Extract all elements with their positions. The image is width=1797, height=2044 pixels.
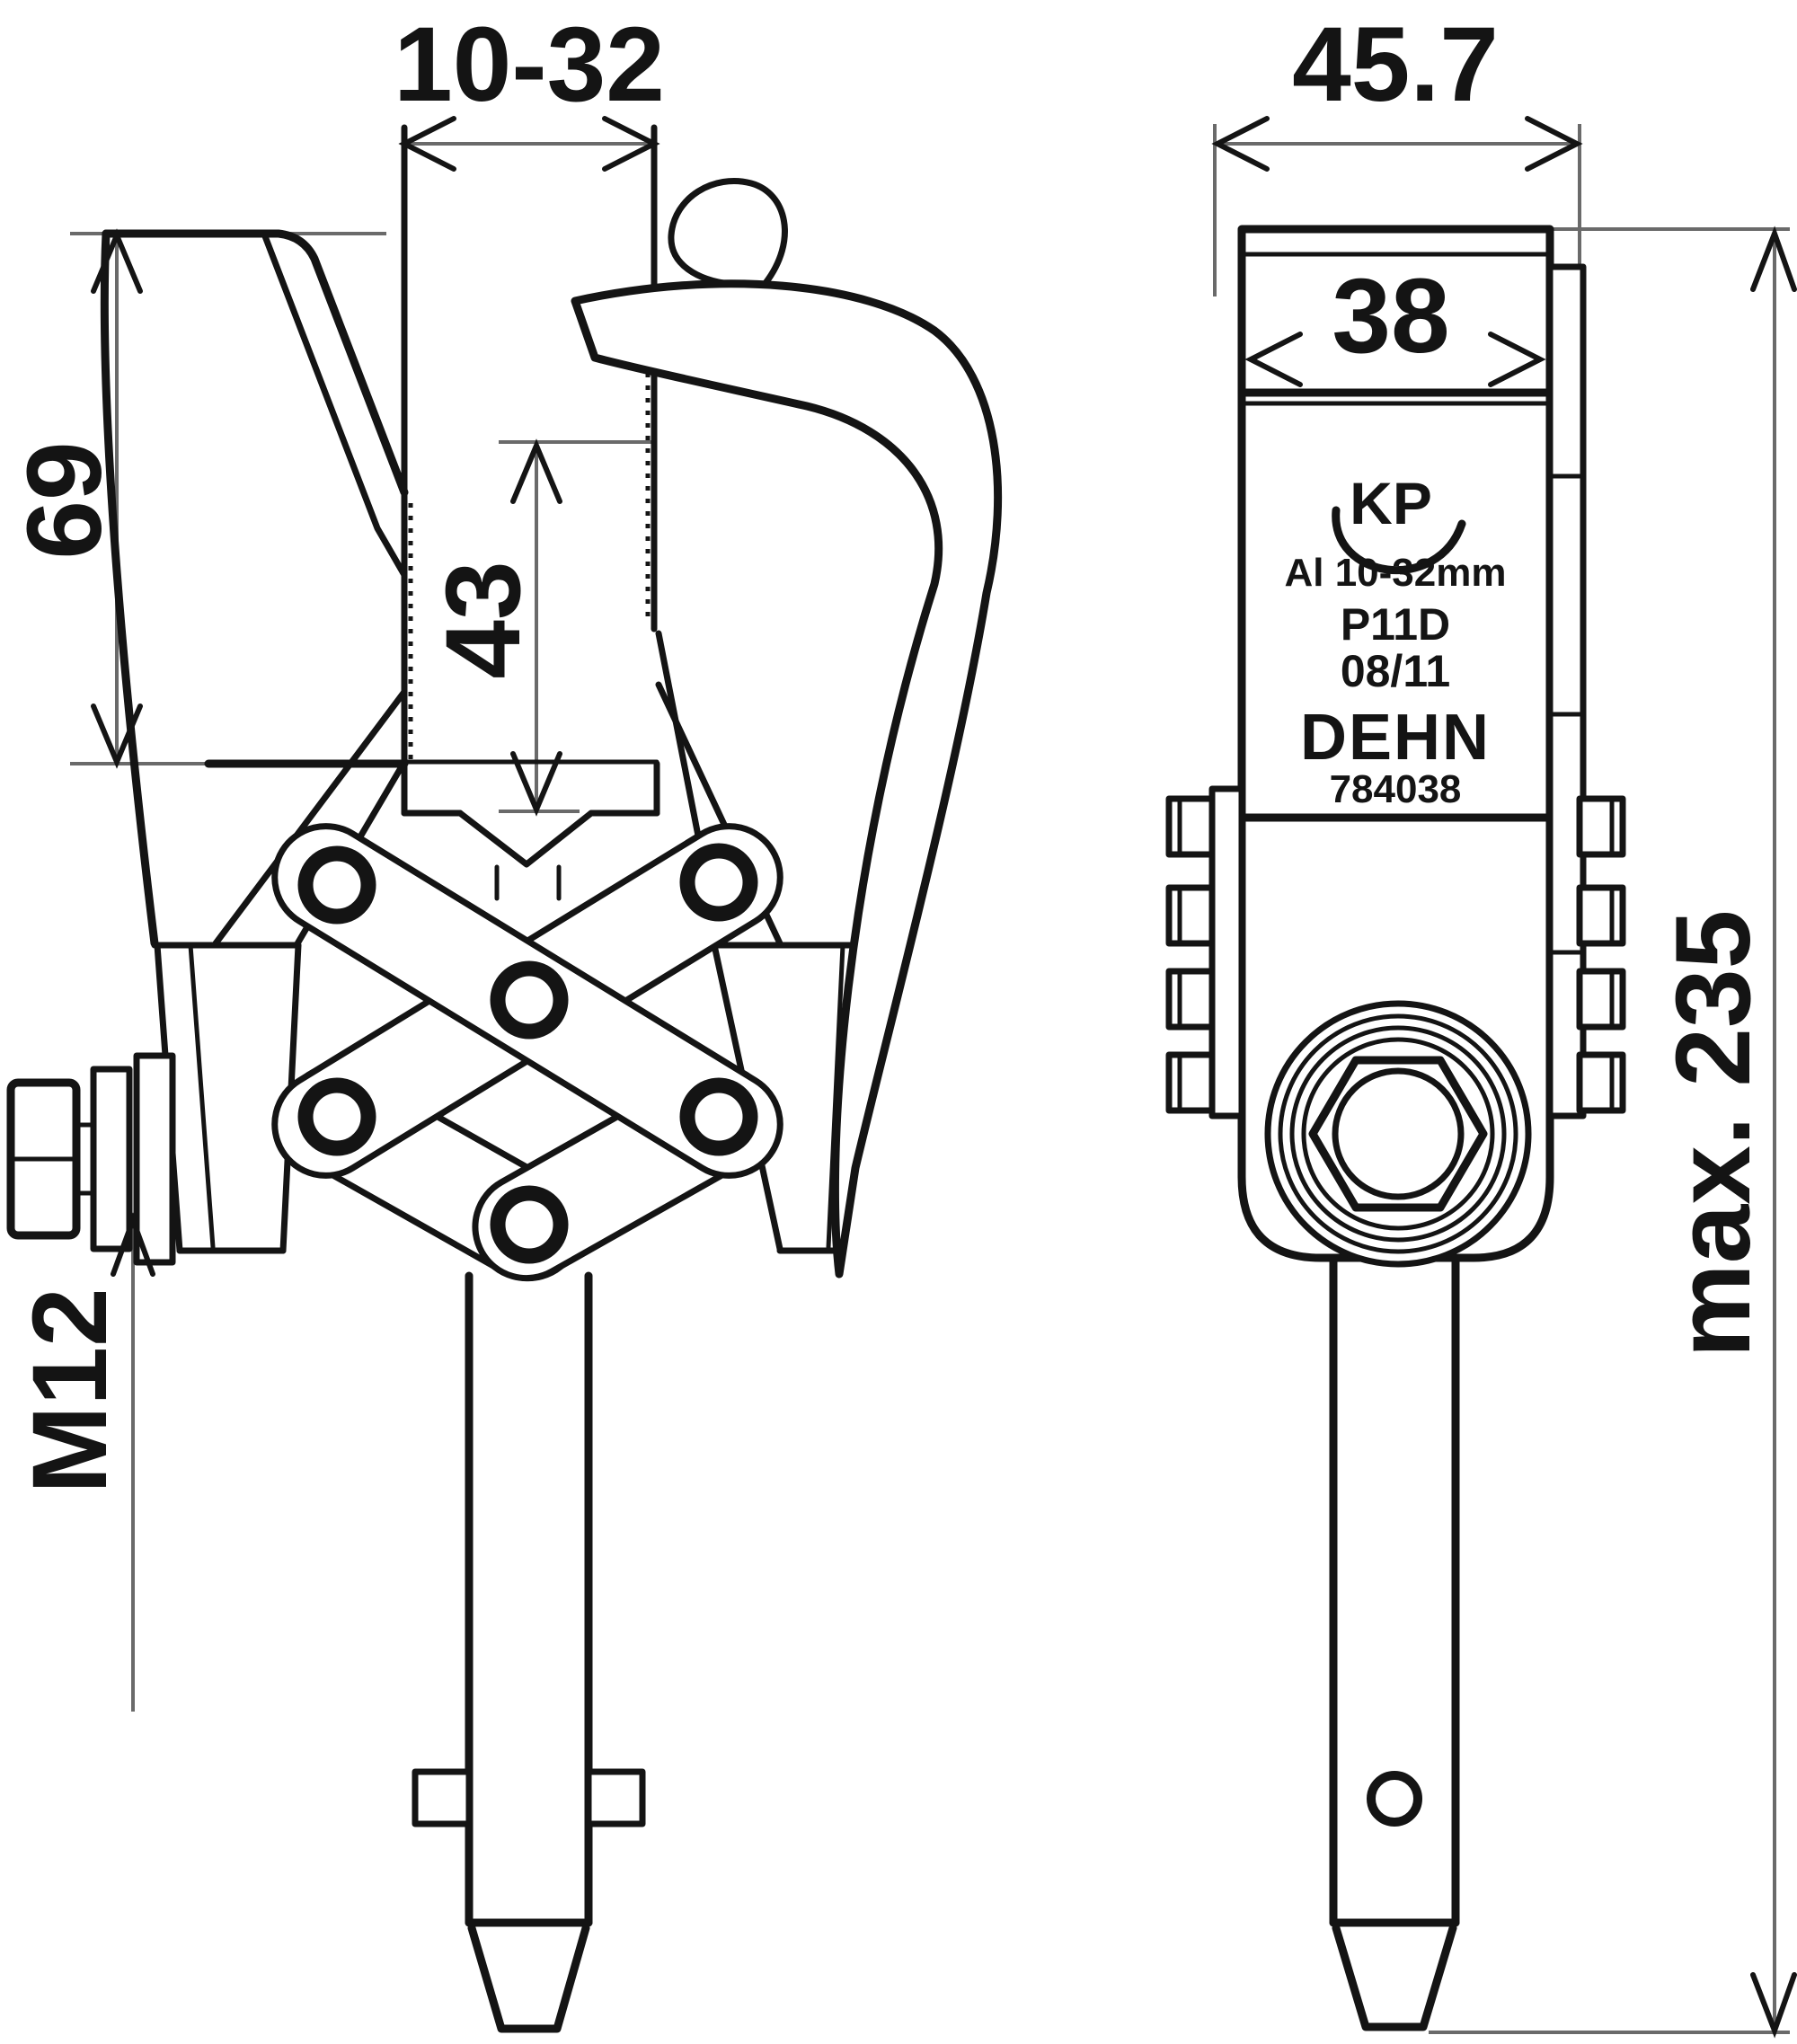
m12-bolt [6, 1052, 176, 1266]
conductor-seat [204, 759, 660, 901]
side-shaft [1329, 1253, 1460, 2031]
svg-text:43: 43 [424, 561, 543, 678]
dim-label-width: 38 [1244, 257, 1546, 387]
kp-logo: KP [1350, 470, 1432, 536]
dim-clamping-range: 10-32 [394, 5, 665, 172]
svg-text:38: 38 [1332, 257, 1449, 376]
upper-jaw [100, 229, 409, 948]
front-view [6, 124, 1003, 2033]
kp-logo-curve-icon [1332, 506, 1466, 575]
svg-text:45.7: 45.7 [1292, 5, 1499, 124]
shaft-hole [1367, 1771, 1422, 1827]
svg-text:69: 69 [5, 441, 124, 559]
dim-height: 69 [5, 228, 143, 769]
product-label: KP Al 10-32mm P11D 08/11 DEHN 784038 [1284, 470, 1506, 811]
dim-depth: 43 [424, 438, 562, 817]
dim-length: max. 235 [1654, 226, 1797, 2039]
scissor-linkage [271, 823, 783, 1282]
label-date-code: 08/11 [1341, 646, 1450, 696]
svg-text:10-32: 10-32 [394, 5, 665, 124]
label-part-number: 784038 [1330, 767, 1462, 811]
left-leg [151, 942, 302, 1254]
dim-width: 45.7 [1211, 5, 1583, 172]
rivets [297, 843, 758, 1264]
label-brand: DEHN [1300, 702, 1491, 774]
label-material: Al 10-32mm [1284, 551, 1506, 595]
side-body [1237, 225, 1554, 1262]
washer-strip [1208, 785, 1245, 1119]
hex-boss [1264, 1000, 1532, 1268]
label-type-code: P11D [1341, 599, 1450, 650]
dimension-annotations: 10-32 69 43 M12 45.7 38 [5, 5, 1797, 2039]
side-view: KP Al 10-32mm P11D 08/11 DEHN 784038 [1165, 225, 1626, 2031]
svg-text:max. 235: max. 235 [1654, 910, 1773, 1358]
side-bolts [1165, 795, 1626, 1114]
front-shaft [412, 1271, 646, 2033]
m12-leader-arrow [111, 1212, 155, 1277]
hook-arm [571, 178, 1003, 1279]
dim-thread: M12 [11, 1287, 129, 1494]
